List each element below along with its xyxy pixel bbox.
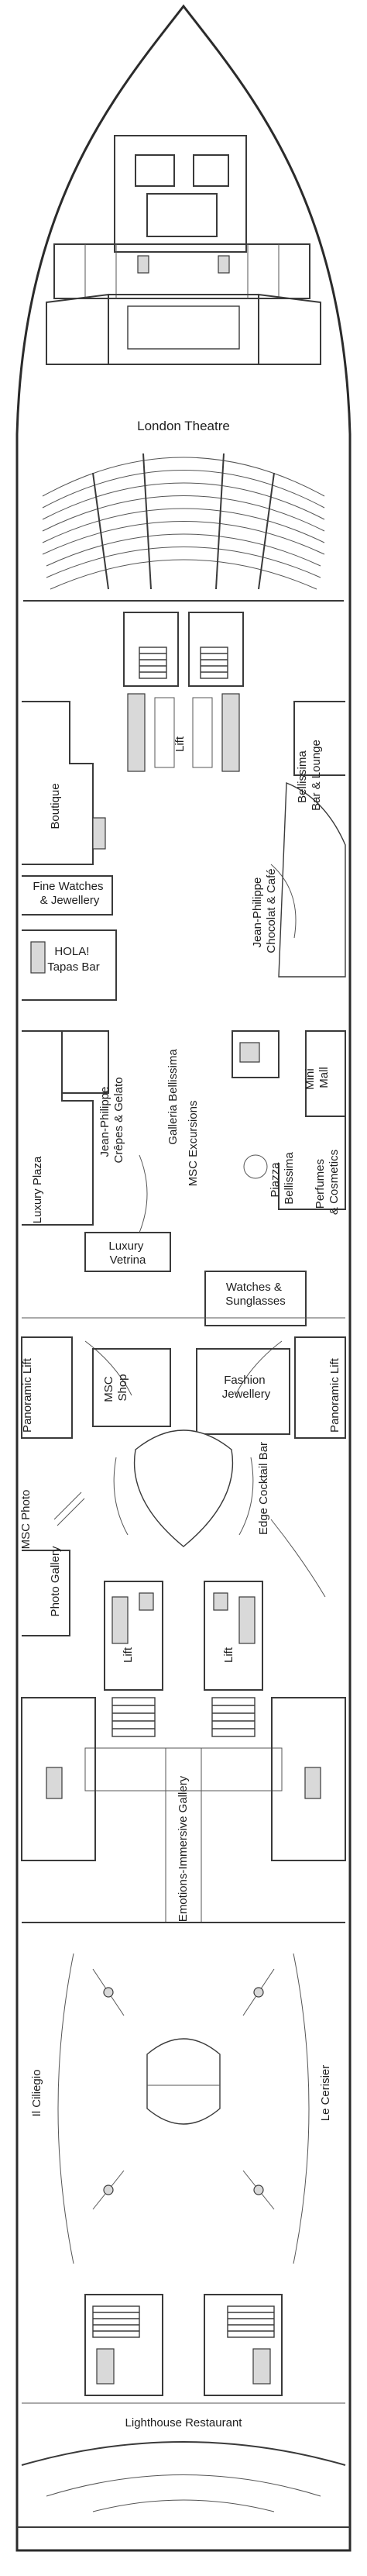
label-jean-philippe-crepes: Jean-Philippe Crêpes & Gelato <box>98 1078 125 1164</box>
label-lighthouse-restaurant: Lighthouse Restaurant <box>125 2416 243 2429</box>
label-bellissima-bar: Bellissima Bar & Lounge <box>296 740 323 811</box>
label-luxury-plaza: Luxury Plaza <box>31 1156 44 1223</box>
aft-dining: Il Ciliegio Le Cerisier <box>22 1922 345 2264</box>
forward-core: Lift <box>123 612 244 772</box>
label-panoramic-lift-starboard: Panoramic Lift <box>328 1357 341 1433</box>
label-photo-gallery: Photo Gallery <box>49 1546 62 1616</box>
label-london-theatre: London Theatre <box>137 419 230 433</box>
label-perfumes-cosmetics: Perfumes & Cosmetics <box>314 1150 341 1215</box>
ship-hull <box>15 4 352 2552</box>
label-msc-excursions: MSC Excursions <box>187 1101 200 1187</box>
london-theatre: London Theatre <box>23 293 344 602</box>
label-jean-philippe-chocolat: Jean-Philippe Chocolat & Café <box>251 868 278 953</box>
label-fine-watches: Fine Watches & Jewellery <box>33 880 106 907</box>
label-panoramic-lift-port: Panoramic Lift <box>21 1357 34 1433</box>
label-lift-forward: Lift <box>173 736 187 752</box>
label-boutique: Boutique <box>49 783 62 829</box>
label-lift-mid-port: Lift <box>122 1647 135 1663</box>
label-lift-mid-starboard: Lift <box>222 1647 235 1663</box>
stern: Lighthouse Restaurant <box>17 2416 350 2528</box>
label-edge-cocktail-bar: Edge Cocktail Bar <box>257 1442 270 1535</box>
label-piazza-bellissima: Piazza Bellissima <box>269 1152 296 1205</box>
aft-core <box>22 2294 345 2404</box>
label-le-cerisier: Le Cerisier <box>319 2065 332 2122</box>
label-hola-tapas-bar: HOLA! Tapas Bar <box>47 945 100 974</box>
forward-venues: Boutique Bellissima Bar & Lounge Fine Wa… <box>22 701 346 1001</box>
label-msc-shop: MSC Shop <box>102 1373 129 1402</box>
label-luxury-vetrina: Luxury Vetrina <box>108 1240 146 1267</box>
label-fashion-jewellery: Fashion Jewellery <box>222 1374 271 1401</box>
label-galleria-bellissima: Galleria Bellissima <box>166 1049 180 1145</box>
label-il-ciliegio: Il Ciliegio <box>30 2070 43 2117</box>
bow-structures <box>53 135 310 299</box>
label-msc-photo: MSC Photo <box>19 1490 33 1550</box>
midship-section: Panoramic Lift Panoramic Lift MSC Shop F… <box>19 1336 346 1636</box>
label-watches-sunglasses: Watches & Sunglasses <box>225 1281 286 1308</box>
galleria-section: Mini Mall Galleria Bellissima MSC Excurs… <box>22 1030 346 1326</box>
mid-core: Lift Lift Emotions-Immersive Gallery <box>21 1581 346 1923</box>
label-emotions-gallery: Emotions-Immersive Gallery <box>177 1775 190 1922</box>
label-mini-mall: Mini Mall <box>304 1065 331 1090</box>
